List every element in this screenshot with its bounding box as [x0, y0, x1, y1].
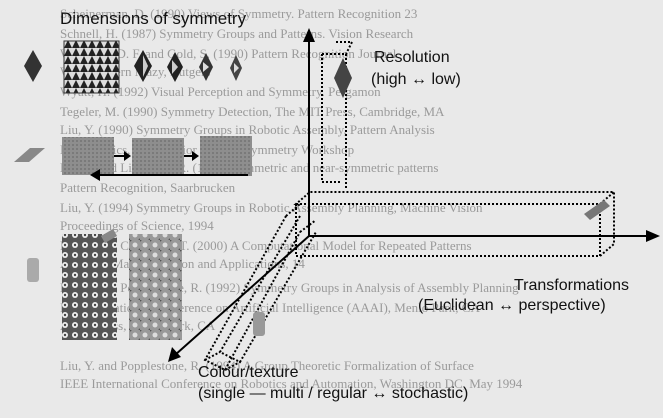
- texture-tile-stochastic: [62, 234, 117, 340]
- colour-texture-range: (single — multi / regular ↔ stochastic): [198, 385, 468, 402]
- horizontal-frame-front: [295, 204, 601, 257]
- resolution-examples: [24, 40, 242, 94]
- pattern-tile-high-res: [63, 40, 120, 94]
- diagram-title: Dimensions of symmetry: [60, 9, 247, 28]
- transformation-axis-marker: [584, 200, 610, 220]
- horizontal-frame-side: [599, 192, 615, 257]
- diagonal-frame-end: [204, 351, 241, 371]
- bg-line: Liu, Y. (1990) Symmetry Groups in Roboti…: [60, 122, 435, 137]
- horizontal-axis-arrowhead: [646, 230, 660, 242]
- depth-axis-arrowhead: [168, 347, 181, 362]
- diamond-tile-1-detail: [143, 55, 148, 77]
- resolution-label: Resolution: [374, 49, 450, 66]
- resolution-range: (high ↔ low): [371, 71, 461, 88]
- arrow-2-3-head: [192, 151, 199, 161]
- bg-line: Proceedings of Science, 1994: [60, 218, 214, 233]
- texture-tile-corner-mark: [100, 229, 118, 243]
- transformations-range: (Euclidean ↔ perspective): [418, 297, 606, 314]
- vertical-frame-left: [321, 54, 342, 183]
- diamond-tile-2-detail: [172, 60, 178, 74]
- texture-tile-regular: [129, 234, 182, 340]
- transformation-examples: [14, 136, 252, 181]
- diagonal-frame-back: [218, 215, 317, 364]
- dotted-frames: [203, 41, 617, 372]
- transformation-marker-parallelogram: [14, 148, 45, 162]
- transform-tile-3: [200, 136, 252, 176]
- diagonal-frame-joints: [285, 203, 317, 233]
- diagonal-frame-front: [203, 215, 301, 372]
- bg-line: Liu, Y. and Popplestone, R. (1992) Symme…: [60, 280, 519, 295]
- transform-tile-1: [62, 137, 114, 175]
- colour-texture-examples: [27, 229, 182, 340]
- transform-tile-2: [132, 138, 184, 176]
- transformations-label: Transformations: [514, 277, 629, 294]
- diamond-tile-3-detail: [203, 62, 209, 72]
- vertical-axis-arrowhead: [303, 28, 315, 42]
- colour-axis-marker: [253, 312, 265, 336]
- bg-line: Analysis, Machine Vision and Application…: [60, 256, 305, 271]
- colour-texture-label: Colour/texture: [198, 364, 299, 381]
- return-arrow-head: [90, 169, 100, 181]
- vertical-frame-top: [336, 41, 354, 55]
- resolution-axis-marker: [334, 58, 352, 98]
- bg-line: Wyatt, H. (1992) Visual Perception and S…: [60, 84, 381, 99]
- bg-line: Liu, Y. and Popplestone, R. (1994) A Gro…: [60, 358, 474, 373]
- bg-line: Tegeler, M. (1990) Symmetry Detection, T…: [60, 104, 445, 119]
- resolution-marker-diamond: [24, 50, 42, 82]
- bg-line: Pattern Recognition, Saarbrucken: [60, 180, 236, 195]
- bg-line: Schnell, H. (1987) Symmetry Groups and P…: [60, 26, 414, 41]
- horizontal-frame-top: [293, 191, 617, 205]
- arrow-1-2-head: [124, 151, 131, 161]
- bg-line: Liu, Y. (1994) Symmetry Groups in Roboti…: [60, 200, 483, 215]
- diamond-tile-4-detail: [234, 63, 239, 73]
- bg-line: IEEE International Conference on Robotic…: [60, 376, 523, 391]
- colour-marker: [27, 258, 39, 282]
- bg-line: Scheinerman, D. (1990) Views of Symmetry…: [60, 6, 417, 21]
